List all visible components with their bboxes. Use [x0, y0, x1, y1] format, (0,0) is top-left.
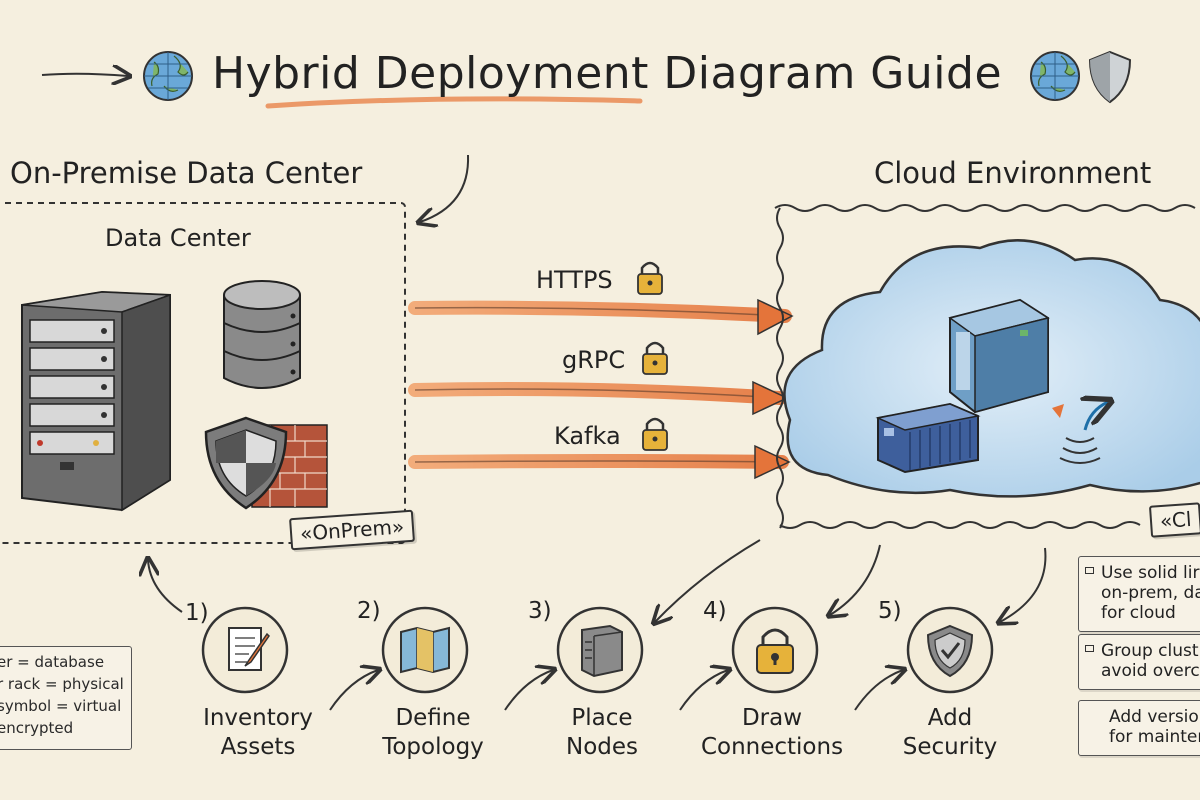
globe-icon	[143, 51, 193, 101]
tip-note: Use solid lir on-prem, da for cloud	[1078, 556, 1200, 632]
step-2-number: 2)	[357, 598, 381, 624]
checklist-icon	[228, 627, 270, 671]
title-underline	[265, 96, 643, 109]
database-icon	[223, 280, 301, 389]
server-icon	[581, 624, 623, 678]
shield-icon	[1088, 50, 1132, 104]
step-1-to-onprem-arrow	[148, 560, 183, 613]
cloud-section-label: Cloud Environment	[874, 156, 1152, 190]
legend-line: encrypted	[0, 719, 74, 737]
step-arrow	[329, 670, 378, 711]
onprem-boundary	[0, 202, 406, 544]
shield-check-icon	[926, 624, 974, 678]
tip-line: Add versior	[1109, 707, 1200, 727]
step-arrow	[854, 670, 903, 711]
datacenter-box-label: Data Center	[105, 224, 251, 252]
legend-line: er = database	[0, 653, 105, 671]
step-arrow	[504, 670, 553, 711]
kafka-arrow	[408, 444, 791, 480]
legend-line: symbol = virtual	[0, 697, 122, 715]
onprem-section-label: On-Premise Data Center	[10, 156, 363, 190]
tip-line: avoid overc	[1101, 661, 1200, 681]
tip-line: for cloud	[1101, 603, 1176, 623]
page-title: Hybrid Deployment Diagram Guide	[212, 48, 1003, 99]
step-4-number: 4)	[703, 598, 727, 624]
title-arrow-icon	[41, 74, 128, 76]
checkbox-icon	[1085, 567, 1094, 574]
curved-arrow-icon	[420, 154, 470, 222]
padlock-icon	[642, 341, 668, 375]
tip-note: Add versior for mainter	[1078, 700, 1200, 756]
checkbox-icon	[1085, 645, 1094, 652]
tip-line: on-prem, da	[1101, 583, 1200, 603]
padlock-icon	[637, 261, 663, 295]
cloud-to-step-arrow	[655, 539, 761, 622]
grpc-arrow	[408, 380, 789, 416]
globe-icon	[1030, 51, 1080, 101]
legend-box: er = database r rack = physical symbol =…	[0, 646, 132, 750]
tip-note: Group clust avoid overc	[1078, 634, 1200, 690]
cloud-boundary	[774, 204, 1196, 529]
cloud-to-step-arrow	[1000, 547, 1047, 622]
https-label: HTTPS	[536, 266, 613, 294]
padlock-icon	[756, 628, 794, 674]
server-tower-icon	[21, 290, 171, 512]
https-arrow	[408, 298, 794, 336]
tip-line: for mainter	[1109, 727, 1200, 747]
legend-line: r rack = physical	[0, 675, 124, 693]
step-1-number: 1)	[185, 600, 209, 626]
virtual-machine-icon	[948, 298, 1050, 414]
map-icon	[400, 626, 450, 674]
padlock-icon	[642, 417, 668, 451]
step-5-number: 5)	[878, 598, 902, 624]
cloud-stereotype: «Cl	[1148, 502, 1200, 538]
cloud-to-step-arrow	[830, 544, 881, 615]
container-icon	[875, 402, 981, 474]
tip-line: Group clust	[1101, 641, 1199, 661]
scaling-signal-icon	[1052, 402, 1108, 464]
step-3-number: 3)	[528, 598, 552, 624]
security-shield-icon	[204, 416, 288, 510]
step-arrow	[679, 670, 728, 711]
tip-line: Use solid lir	[1101, 563, 1200, 583]
kafka-label: Kafka	[554, 422, 621, 450]
grpc-label: gRPC	[562, 346, 626, 374]
